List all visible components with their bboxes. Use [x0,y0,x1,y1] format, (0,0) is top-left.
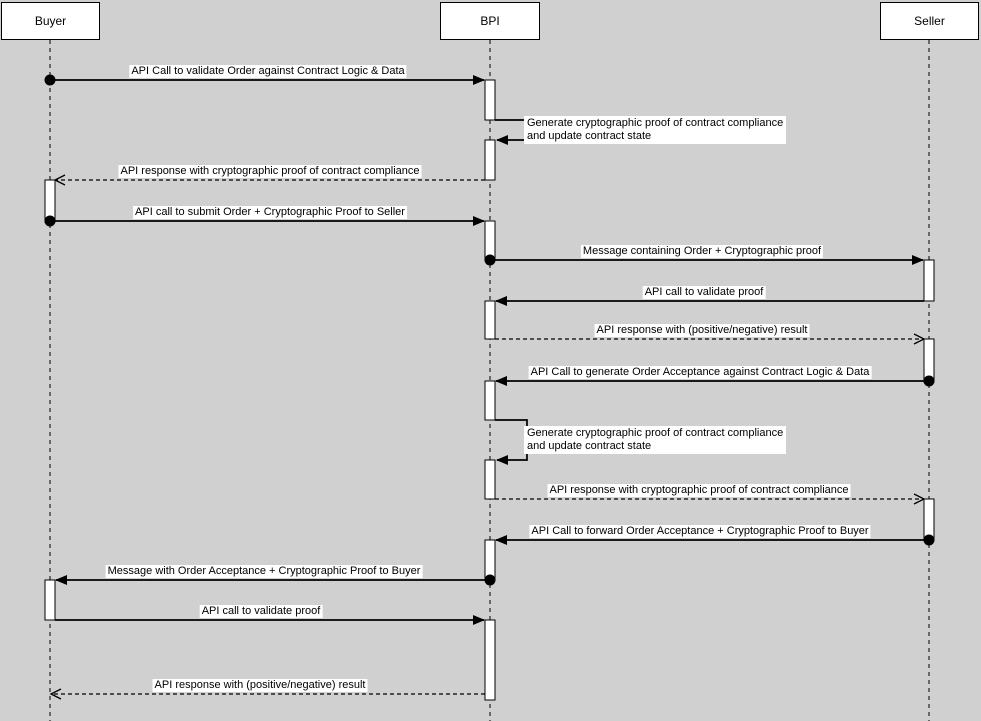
activation-bar-seller [923,498,935,541]
actor-label-buyer: Buyer [34,14,67,28]
activation-bar-buyer [44,579,56,621]
activation-bar-bpi [484,619,496,701]
message-source-dot [923,534,935,546]
actor-head-seller: Seller [880,2,979,40]
activation-bar-bpi [484,79,496,121]
actor-head-bpi: BPI [440,2,540,40]
self-message-bpi [495,419,528,465]
activation-bar-bpi [484,380,496,421]
activation-bar-bpi [484,220,496,261]
actor-label-bpi: BPI [480,14,500,28]
message-source-dot [923,375,935,387]
message-source-dot [484,254,496,266]
message-source-dot [44,215,56,227]
activation-bar-seller [923,259,935,302]
activation-bar-bpi [484,459,496,500]
message-source-dot [44,74,56,86]
activation-bar-bpi [484,300,496,340]
activation-bar-bpi [484,139,496,181]
self-message-bpi [495,119,528,145]
message-source-dot [484,574,496,586]
actor-label-seller: Seller [914,14,945,28]
activation-bar-bpi [484,539,496,581]
actor-head-buyer: Buyer [1,2,100,40]
